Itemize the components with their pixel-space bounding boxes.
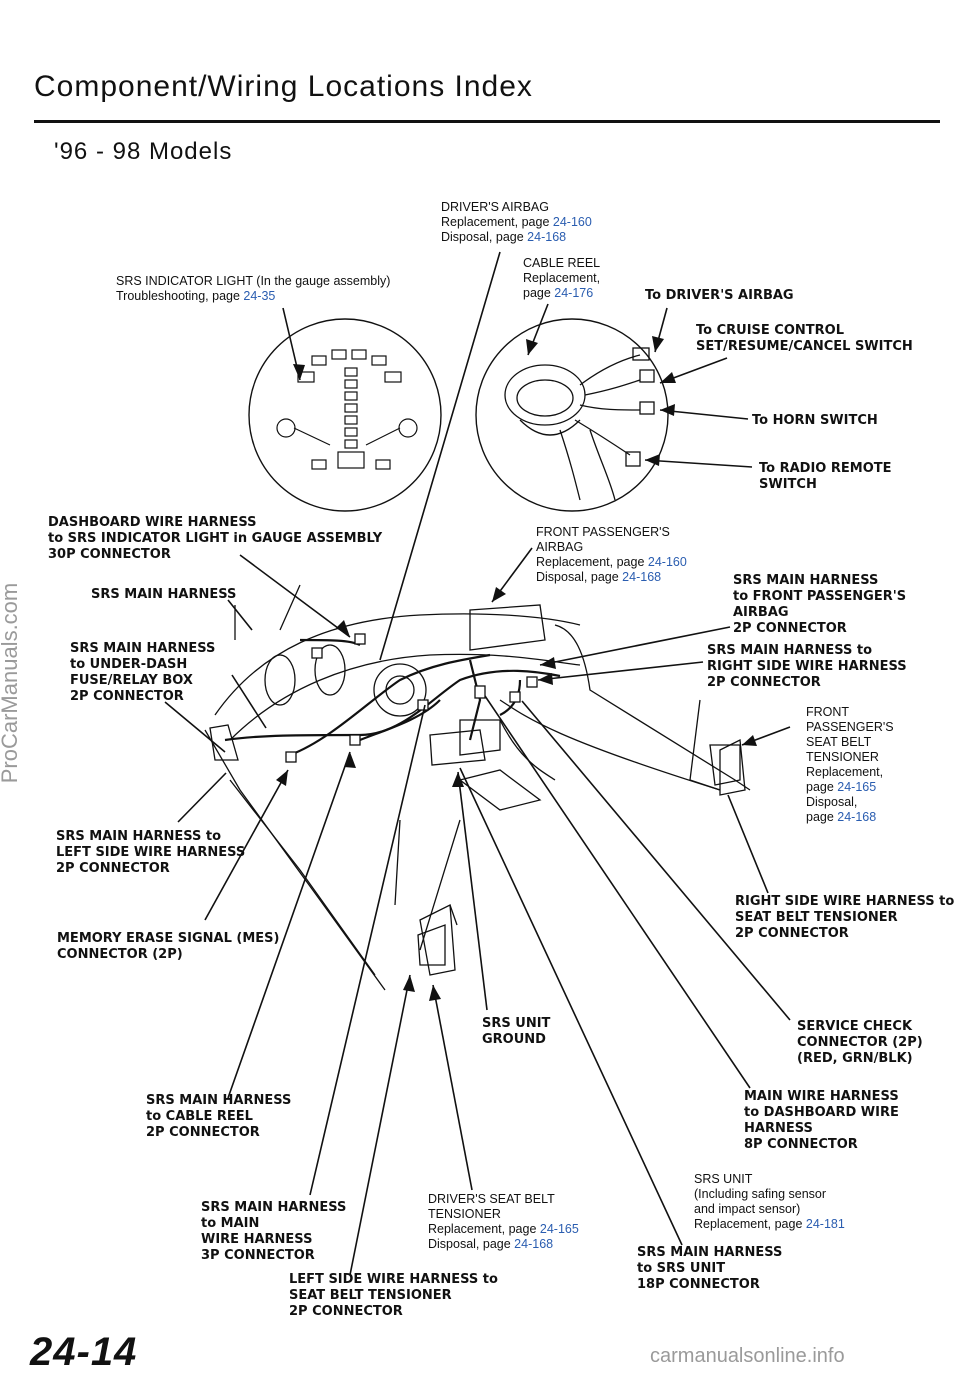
page-link[interactable]: 24-165 xyxy=(837,780,877,794)
callout-to-drivers-airbag: To DRIVER'S AIRBAG xyxy=(645,288,794,303)
front-passenger-tensioner-label: FRONT PASSENGER'S SEAT BELT TENSIONER Re… xyxy=(806,705,894,824)
front-passenger-airbag-label: FRONT PASSENGER'S AIRBAG Replacement, pa… xyxy=(536,525,687,584)
page-link[interactable]: 24-160 xyxy=(647,555,687,569)
page-link[interactable]: 24-165 xyxy=(539,1222,579,1236)
callout-srs-main-harness: SRS MAIN HARNESS xyxy=(91,587,237,602)
page-title: Component/Wiring Locations Index xyxy=(34,70,533,103)
page-link[interactable]: 24-168 xyxy=(527,230,567,244)
arrowheads xyxy=(276,336,757,1001)
callout-to-horn-switch: To HORN SWITCH xyxy=(752,413,878,428)
title-rule xyxy=(34,120,940,123)
cable-reel-icon xyxy=(504,347,655,501)
page-link[interactable]: 24-168 xyxy=(622,570,662,584)
drivers-airbag-label: DRIVER'S AIRBAG Replacement, page 24-160… xyxy=(441,200,592,244)
page-link[interactable]: 24-181 xyxy=(805,1217,845,1231)
callout-mes-connector: MEMORY ERASE SIGNAL (MES)CONNECTOR (2P) xyxy=(57,931,280,962)
page-link[interactable]: 24-176 xyxy=(554,286,594,300)
page-link[interactable]: 24-168 xyxy=(514,1237,554,1251)
gauge-detail-circle xyxy=(248,318,442,512)
drivers-tensioner-label: DRIVER'S SEAT BELT TENSIONER Replacement… xyxy=(428,1192,579,1251)
srs-harness xyxy=(224,638,561,757)
page-link[interactable]: 24-160 xyxy=(552,215,592,229)
watermark-left: ProCarManuals.com xyxy=(0,582,22,784)
page-link[interactable]: 24-168 xyxy=(837,810,877,824)
gauge-cluster-icon xyxy=(276,349,418,470)
srs-unit-label: SRS UNIT (Including safing sensor and im… xyxy=(694,1172,845,1231)
leader-lines xyxy=(164,251,791,1276)
page-number: 24-14 xyxy=(30,1330,138,1374)
watermark-bottom: carmanualsonline.info xyxy=(650,1345,845,1367)
models-subtitle: '96 - 98 Models xyxy=(54,138,233,165)
srs-indicator-label: SRS INDICATOR LIGHT (In the gauge assemb… xyxy=(116,274,391,303)
cable-reel-detail-circle xyxy=(475,318,669,512)
harness-connectors xyxy=(285,633,538,763)
cable-reel-label: CABLE REEL Replacement, page 24-176 xyxy=(523,256,601,300)
page-link[interactable]: 24-35 xyxy=(243,289,276,303)
